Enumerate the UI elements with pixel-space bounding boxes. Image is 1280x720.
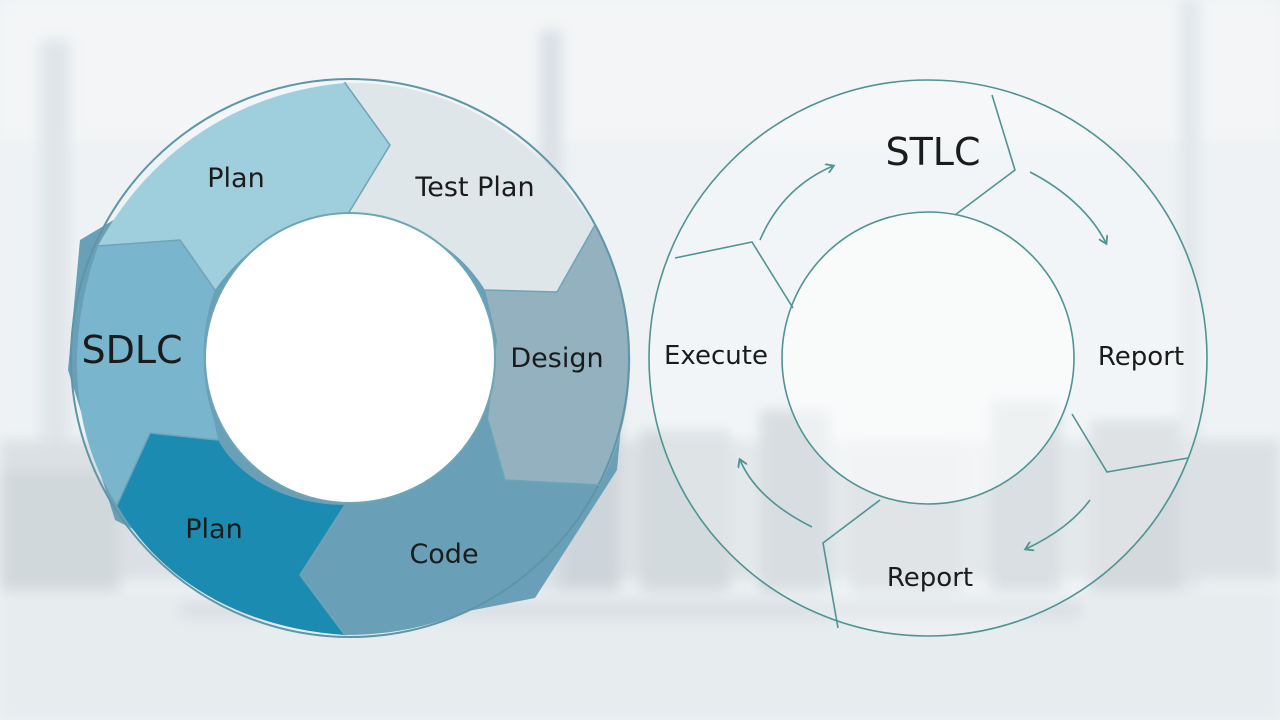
sdlc-segment-test-plan xyxy=(345,82,595,292)
sdlc-label-test-plan: Test Plan xyxy=(414,172,534,203)
stlc-arrow-bottom xyxy=(1026,499,1091,549)
sdlc-segment-plan-top xyxy=(98,83,390,290)
stlc-inner-border xyxy=(781,211,1075,505)
sdlc-segment-plan-bottom xyxy=(117,433,345,635)
sdlc-ring: Plan Test Plan Design Code Plan SDLC xyxy=(68,78,631,638)
sdlc-segment-design xyxy=(485,225,631,485)
sdlc-label-code: Code xyxy=(409,539,478,570)
stlc-arrow-top xyxy=(759,166,833,241)
stlc-label-report-right: Report xyxy=(1098,342,1184,372)
stlc-label-report-bottom: Report xyxy=(887,563,973,593)
sdlc-label-design: Design xyxy=(510,343,603,374)
sdlc-segment-code-main xyxy=(300,420,600,635)
stlc-labels: STLC Execute Report Report xyxy=(664,130,1184,593)
stlc-arrow-right xyxy=(1029,171,1106,243)
sdlc-label-plan-bottom: Plan xyxy=(185,514,242,545)
sdlc-label-plan-top: Plan xyxy=(207,163,264,194)
sdlc-center-hole xyxy=(204,212,496,504)
sdlc-outer-border xyxy=(70,78,630,638)
sdlc-segment-left xyxy=(77,240,218,505)
stlc-divider-top-left xyxy=(674,241,794,309)
stlc-label-execute: Execute xyxy=(664,341,768,371)
stlc-ring xyxy=(648,79,1208,637)
sdlc-title: SDLC xyxy=(81,328,182,372)
stlc-divider-top-right xyxy=(954,94,1016,216)
stlc-title: STLC xyxy=(885,130,980,174)
stlc-divider-bottom xyxy=(822,499,881,629)
stlc-divider-right xyxy=(1071,413,1189,473)
stlc-arrow-left xyxy=(740,460,813,528)
